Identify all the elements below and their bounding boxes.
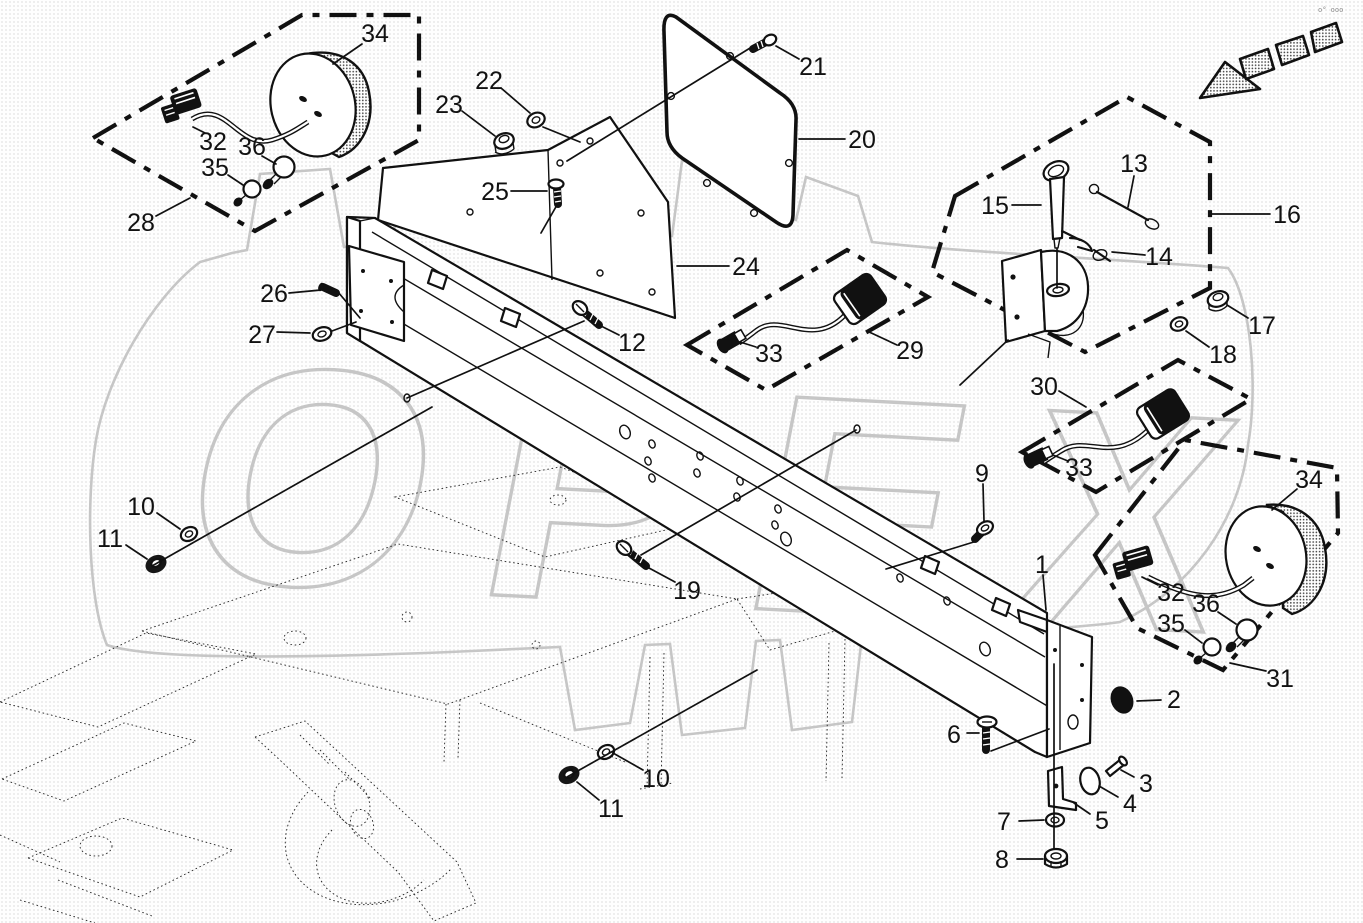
label-11b: 11 xyxy=(598,795,624,823)
pin-26 xyxy=(318,282,340,297)
washer-18 xyxy=(1169,316,1189,332)
plate-20 xyxy=(662,13,798,228)
label-8: 8 xyxy=(995,846,1009,874)
label-4: 4 xyxy=(1123,790,1137,818)
connector-32a xyxy=(160,88,202,124)
label-27: 27 xyxy=(248,321,276,349)
bulb-36a xyxy=(262,155,296,190)
wire-pin-13 xyxy=(1088,183,1160,230)
label-17: 17 xyxy=(1248,312,1276,340)
box-29-reflector-kit xyxy=(682,247,933,393)
group-boxes xyxy=(88,12,1341,673)
washer-10a xyxy=(179,525,199,543)
page-corner-mark: o° ooo xyxy=(1318,6,1343,14)
screw-21 xyxy=(749,33,778,53)
label-25: 25 xyxy=(481,178,509,206)
label-28: 28 xyxy=(127,209,155,237)
cotter-pin-14 xyxy=(1060,229,1112,263)
label-33a: 33 xyxy=(755,340,783,368)
label-9: 9 xyxy=(975,460,989,488)
washer-27 xyxy=(311,326,333,342)
label-15: 15 xyxy=(981,192,1009,220)
label-32a: 32 xyxy=(199,128,227,156)
bolt-19 xyxy=(615,540,650,570)
label-24: 24 xyxy=(732,253,760,281)
label-35b: 35 xyxy=(1157,610,1185,638)
hitch-assembly xyxy=(959,248,1090,386)
label-36a: 36 xyxy=(238,133,266,161)
reflector-assembly-30 xyxy=(1023,388,1191,469)
label-34a: 34 xyxy=(361,20,389,48)
nut-8 xyxy=(1043,847,1069,869)
bolt-12 xyxy=(571,300,603,329)
label-10a: 10 xyxy=(127,493,155,521)
reflector-assembly-29 xyxy=(716,272,888,354)
screw-6 xyxy=(976,715,998,754)
label-16: 16 xyxy=(1273,201,1301,229)
nut-17 xyxy=(1206,290,1230,312)
leader-lines xyxy=(125,43,1298,860)
direction-arrow-icon xyxy=(1198,21,1344,100)
label-29: 29 xyxy=(896,337,924,365)
screw-25 xyxy=(547,178,565,208)
label-20: 20 xyxy=(848,126,876,154)
label-5: 5 xyxy=(1095,807,1109,835)
box-30-reflector-kit xyxy=(1017,357,1256,495)
label-7: 7 xyxy=(997,808,1011,836)
label-18: 18 xyxy=(1209,341,1237,369)
label-1: 1 xyxy=(1035,551,1049,579)
lamp-assembly-top xyxy=(160,51,372,207)
connector-33b xyxy=(1023,445,1055,469)
label-6: 6 xyxy=(947,721,961,749)
main-beam xyxy=(345,215,1094,759)
washer-10b xyxy=(596,743,616,761)
label-13: 13 xyxy=(1120,150,1148,178)
label-21: 21 xyxy=(799,53,827,81)
connector-32b xyxy=(1112,545,1154,580)
label-23: 23 xyxy=(435,91,463,119)
nut-23 xyxy=(493,132,515,155)
disc-4 xyxy=(1079,766,1101,796)
label-3: 3 xyxy=(1139,770,1153,798)
label-33b: 33 xyxy=(1065,454,1093,482)
label-31: 31 xyxy=(1266,665,1294,693)
label-30: 30 xyxy=(1030,373,1058,401)
bulb-35a xyxy=(233,179,262,207)
pin-3 xyxy=(1104,755,1128,778)
plug-2 xyxy=(1110,686,1134,714)
box-28-lamp-kit xyxy=(88,12,422,234)
label-35a: 35 xyxy=(201,154,229,182)
bulb-35b xyxy=(1193,637,1222,665)
label-22: 22 xyxy=(475,67,503,95)
box-16-hitch-kit xyxy=(929,94,1213,355)
label-32b: 32 xyxy=(1157,579,1185,607)
label-19: 19 xyxy=(673,577,701,605)
label-36b: 36 xyxy=(1192,590,1220,618)
label-11a: 11 xyxy=(97,525,123,553)
label-2: 2 xyxy=(1167,686,1181,714)
lamp-assembly-bottom xyxy=(1112,503,1328,665)
bracket-5 xyxy=(1046,765,1078,812)
label-10b: 10 xyxy=(642,765,670,793)
washer-7 xyxy=(1044,812,1066,828)
bulb-36b xyxy=(1225,618,1259,653)
label-14: 14 xyxy=(1145,243,1173,271)
label-34b: 34 xyxy=(1295,466,1323,494)
beam-holes xyxy=(403,393,992,657)
washer-22 xyxy=(526,111,546,129)
connector-33a xyxy=(716,328,747,354)
label-12: 12 xyxy=(618,329,646,357)
label-26: 26 xyxy=(260,280,288,308)
screw-9 xyxy=(971,520,995,543)
part-labels: 34 32 36 35 28 23 22 25 21 20 24 26 27 1… xyxy=(97,20,1323,874)
box-31-lamp-kit xyxy=(1092,437,1341,673)
pin-15 xyxy=(1042,160,1070,289)
